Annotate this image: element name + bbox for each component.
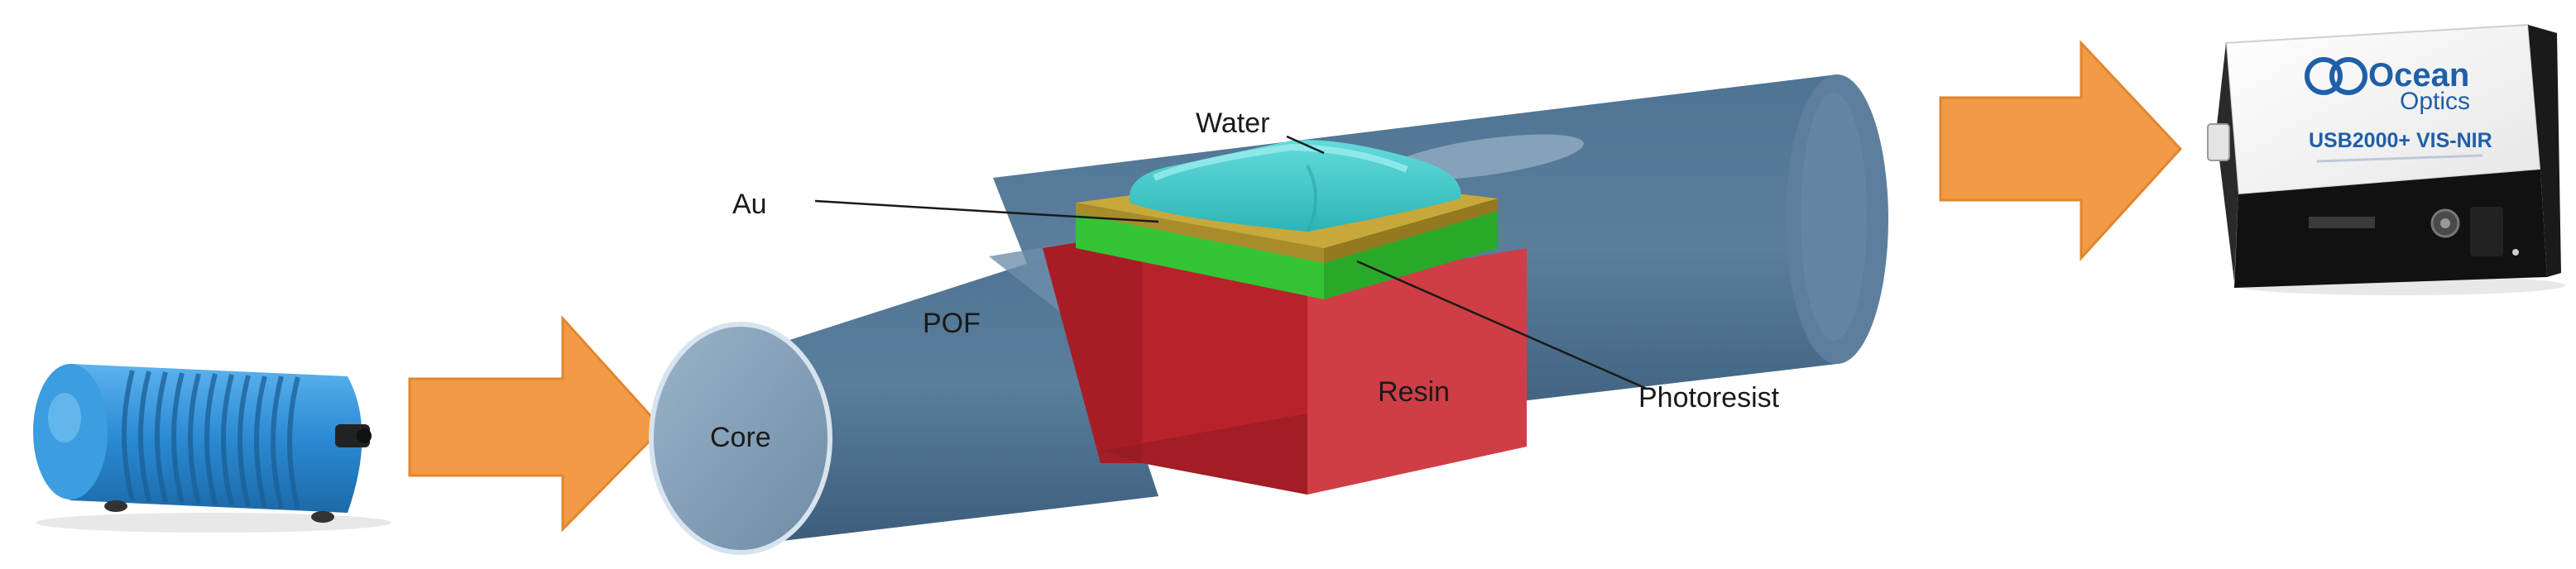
brand-optics: Optics: [2400, 88, 2470, 115]
brand-ocean: Ocean: [2368, 57, 2469, 93]
label-water: Water: [1196, 108, 1269, 139]
arrow-right-icon: [1939, 40, 2183, 261]
label-core: Core: [710, 422, 771, 453]
label-resin: Resin: [1378, 376, 1450, 408]
label-pof: POF: [923, 308, 981, 339]
label-photoresist: Photoresist: [1638, 382, 1780, 414]
water-droplet: [1129, 140, 1461, 232]
arrow-right-icon: [408, 315, 664, 533]
leader-lines: [814, 135, 1648, 390]
resin-block: [1043, 232, 1527, 495]
light-source-icon: [33, 364, 391, 533]
fiber-core-face: [649, 322, 832, 555]
spectrometer-model: USB2000+ VIS-NIR: [2309, 129, 2492, 152]
spectrometer-icon: Ocean Optics USB2000+ VIS-NIR: [2207, 23, 2565, 295]
label-au: Au: [732, 189, 767, 220]
